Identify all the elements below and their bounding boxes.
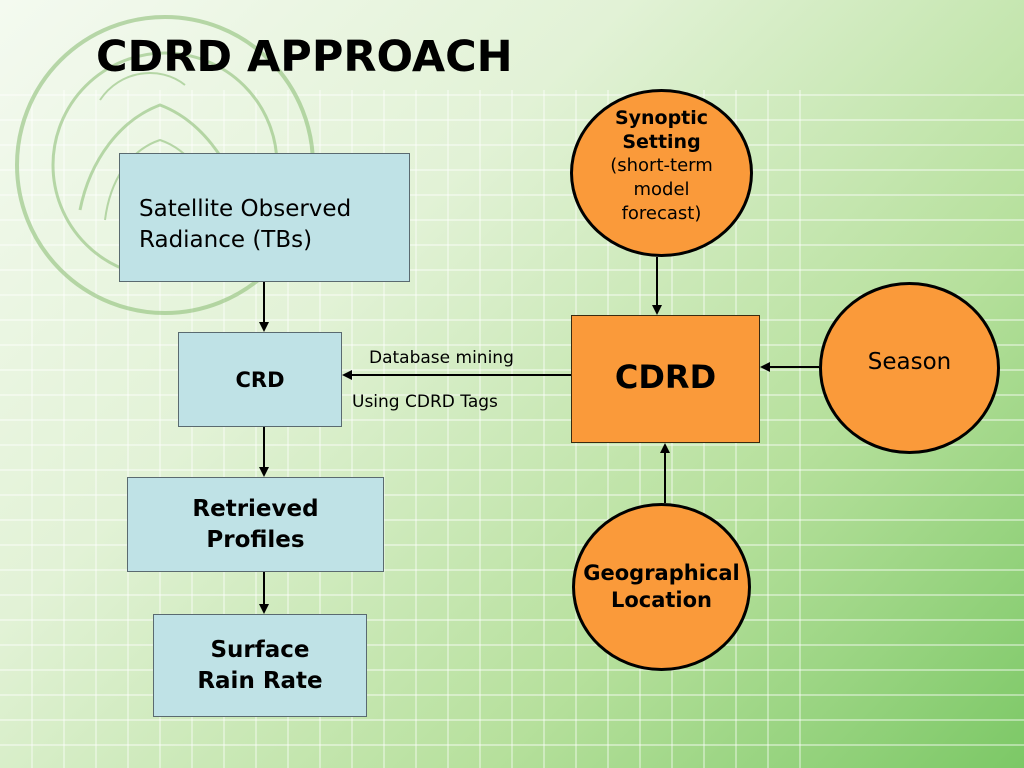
satellite-radiance-box: Satellite Observed Radiance (TBs)	[119, 153, 410, 282]
season-circle: Season	[819, 282, 1000, 454]
surface-rain-rate-box: Surface Rain Rate	[153, 614, 367, 717]
synoptic-line3: (short-term	[610, 155, 713, 176]
synoptic-line1: Synoptic	[614, 107, 709, 129]
slide-title: CDRD APPROACH	[96, 32, 513, 82]
crd-box: CRD	[178, 332, 342, 427]
using-cdrd-tags-label: Using CDRD Tags	[352, 392, 498, 412]
crd-label: CRD	[235, 367, 285, 392]
season-label: Season	[867, 349, 952, 375]
database-mining-label: Database mining	[369, 348, 514, 368]
profiles-line1: Retrieved	[192, 495, 319, 522]
cdrd-label: CDRD	[614, 358, 717, 396]
synoptic-line4: model	[633, 179, 690, 200]
retrieved-profiles-box: Retrieved Profiles	[127, 477, 384, 572]
rain-line2: Rain Rate	[197, 667, 323, 694]
synoptic-line2: Setting	[622, 131, 701, 153]
cdrd-box: CDRD	[571, 315, 760, 443]
geo-line2: Location	[610, 588, 713, 612]
geo-line1: Geographical	[583, 561, 740, 585]
synoptic-setting-circle: Synoptic Setting (short-term model forec…	[570, 89, 753, 257]
satellite-line1: Satellite Observed	[139, 196, 352, 222]
satellite-line2: Radiance (TBs)	[139, 227, 313, 253]
geographical-location-circle: Geographical Location	[572, 503, 751, 671]
synoptic-line5: forecast)	[621, 203, 702, 224]
rain-line1: Surface	[210, 636, 310, 663]
profiles-line2: Profiles	[206, 526, 305, 553]
